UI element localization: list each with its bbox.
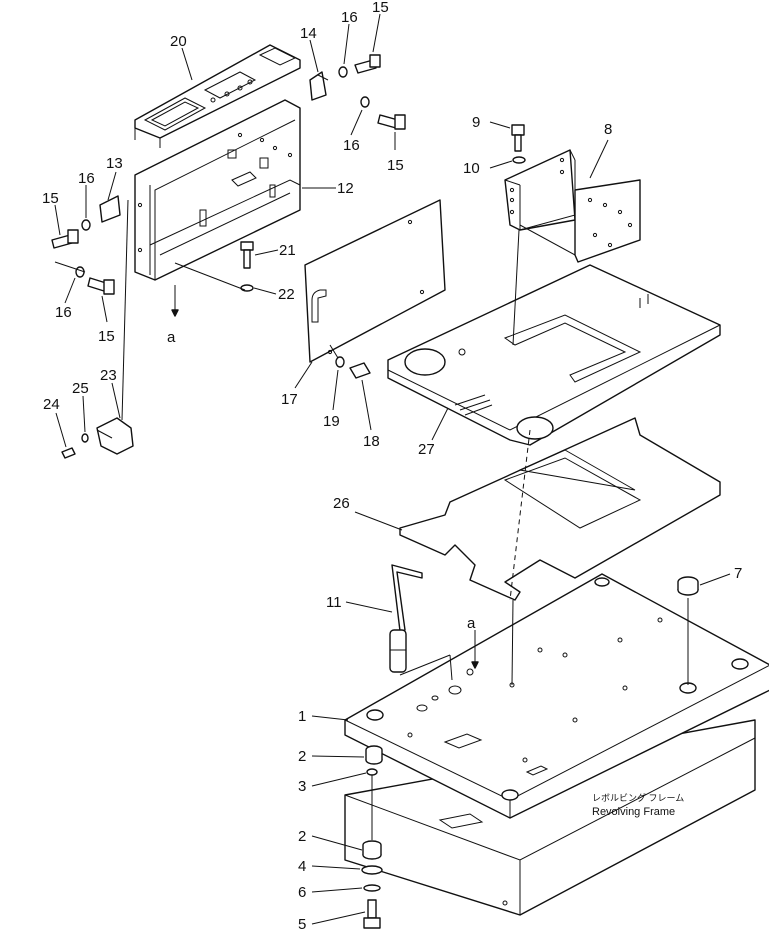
callout-22: 22 xyxy=(278,286,295,303)
callout-10: 10 xyxy=(463,160,480,177)
bracket xyxy=(504,149,641,263)
callout-27: 27 xyxy=(418,441,435,458)
callout-11: 11 xyxy=(326,594,342,611)
revolving-frame xyxy=(344,719,756,916)
callout-23: 23 xyxy=(100,367,117,384)
callout-15-mid: 15 xyxy=(387,157,404,174)
alignment-lines xyxy=(54,199,689,840)
callout-6: 6 xyxy=(298,884,306,901)
callout-16-lower: 16 xyxy=(55,304,72,321)
frame-label-japanese: レボルビング フレーム xyxy=(592,792,684,803)
callout-15-left: 15 xyxy=(42,190,59,207)
callout-8: 8 xyxy=(604,121,612,138)
cushion-7 xyxy=(677,576,699,596)
callout-3: 3 xyxy=(298,778,306,795)
callout-15-lower: 15 xyxy=(98,328,115,345)
control-box xyxy=(134,99,301,281)
callout-16-top: 16 xyxy=(341,9,358,26)
callout-19: 19 xyxy=(323,413,340,430)
floor-plate xyxy=(344,573,769,819)
side-cover xyxy=(304,199,446,363)
callout-15-top: 15 xyxy=(372,0,389,16)
callout-18: 18 xyxy=(363,433,380,450)
knob xyxy=(96,417,134,455)
callout-21: 21 xyxy=(279,242,296,259)
callout-7: 7 xyxy=(734,565,742,582)
callout-17: 17 xyxy=(281,391,298,408)
floor-mat-upper xyxy=(387,264,721,446)
leader-lines xyxy=(54,13,731,925)
callout-26: 26 xyxy=(333,495,350,512)
callout-4: 4 xyxy=(298,858,306,875)
callout-2-upper: 2 xyxy=(298,748,306,765)
callout-16-mid: 16 xyxy=(343,137,360,154)
callout-9: 9 xyxy=(472,114,480,131)
mount-stack xyxy=(361,745,383,929)
callout-5: 5 xyxy=(298,916,306,933)
callout-12: 12 xyxy=(337,180,354,197)
callout-16-left: 16 xyxy=(78,170,95,187)
clip-14 xyxy=(309,71,329,101)
callout-24: 24 xyxy=(43,396,60,413)
callout-labels: 1 2 3 2 4 6 5 7 8 9 10 11 a 12 13 14 15 … xyxy=(42,0,742,933)
fasteners xyxy=(51,54,526,459)
callout-a-lower: a xyxy=(467,615,476,632)
callout-13: 13 xyxy=(106,155,123,172)
frame-label-english: Revolving Frame xyxy=(592,806,675,818)
frame-label: レボルビング フレーム Revolving Frame xyxy=(592,792,684,818)
callout-a-upper: a xyxy=(167,329,176,346)
clip-13 xyxy=(99,195,121,223)
callout-2-lower: 2 xyxy=(298,828,306,845)
callout-14: 14 xyxy=(300,25,317,42)
lever xyxy=(389,564,423,673)
callout-1: 1 xyxy=(298,708,306,725)
floor-mat-lower xyxy=(399,417,721,601)
callout-25: 25 xyxy=(72,380,89,397)
callout-20: 20 xyxy=(170,33,187,50)
top-console xyxy=(134,44,301,148)
